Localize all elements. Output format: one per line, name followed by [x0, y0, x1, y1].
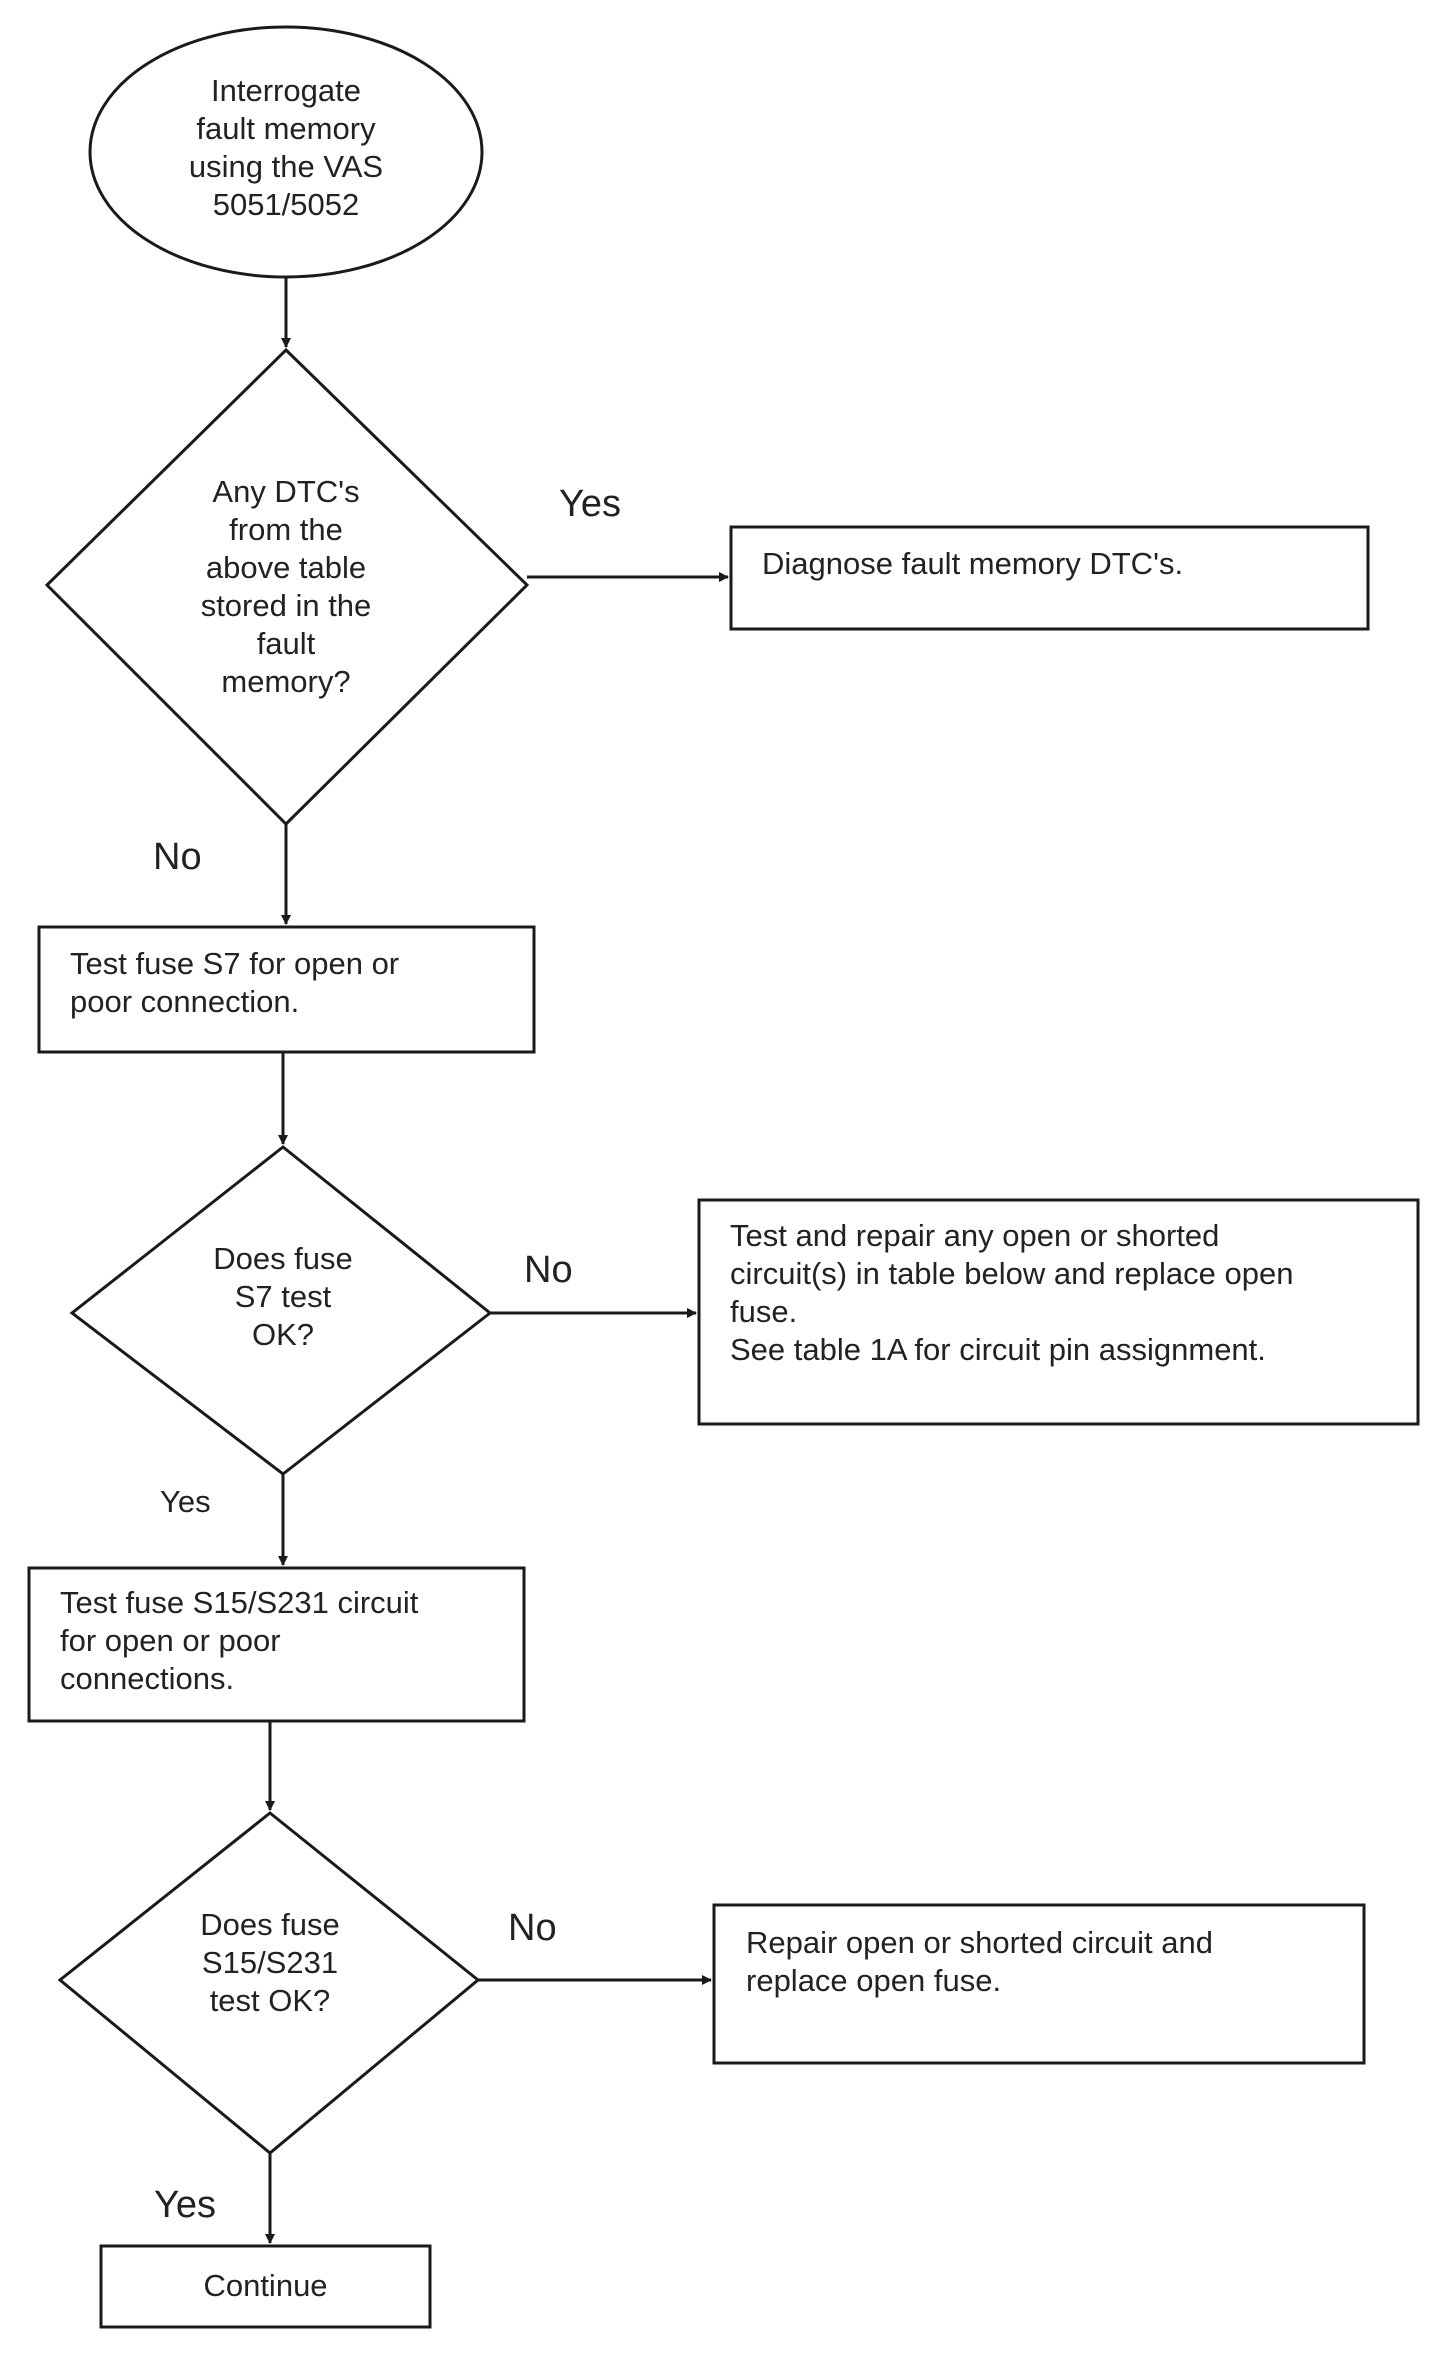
continue-label: Continue [203, 2268, 328, 2303]
repair-s15-box [712, 1903, 1366, 2065]
decision-dtc-label: Any DTC's from the above table stored in… [200, 474, 372, 699]
edge-label-s15-yes: Yes [154, 2184, 216, 2226]
edge-label-s15-no: No [508, 1907, 557, 1949]
decision-s7-label: Does fuse S7 test OK? [213, 1241, 353, 1352]
test-s15-box [27, 1566, 526, 1723]
decision-s15-label: Does fuse S15/S231 test OK? [200, 1907, 340, 2018]
continue-box [99, 2244, 432, 2329]
edge-label-s7-no: No [524, 1249, 573, 1291]
edge-label-dtc-yes: Yes [559, 483, 621, 525]
test-s7-box [37, 925, 536, 1054]
diagnose-box [729, 525, 1370, 631]
repair-s7-label: Test and repair any open or shorted circ… [730, 1218, 1294, 1367]
diagnose-label: Diagnose fault memory DTC's. [762, 546, 1184, 581]
edge-label-dtc-no: No [153, 836, 202, 878]
test-s7-label: Test fuse S7 for open or poor connection… [70, 946, 400, 1019]
edge-label-s7-yes: Yes [160, 1484, 211, 1519]
repair-s15-label: Repair open or shorted circuit and repla… [746, 1925, 1213, 1998]
test-s15-label: Test fuse S15/S231 circuit for open or p… [60, 1585, 419, 1696]
repair-s7-box [697, 1198, 1420, 1426]
start-label: Interrogate fault memory using the VAS 5… [188, 73, 384, 222]
